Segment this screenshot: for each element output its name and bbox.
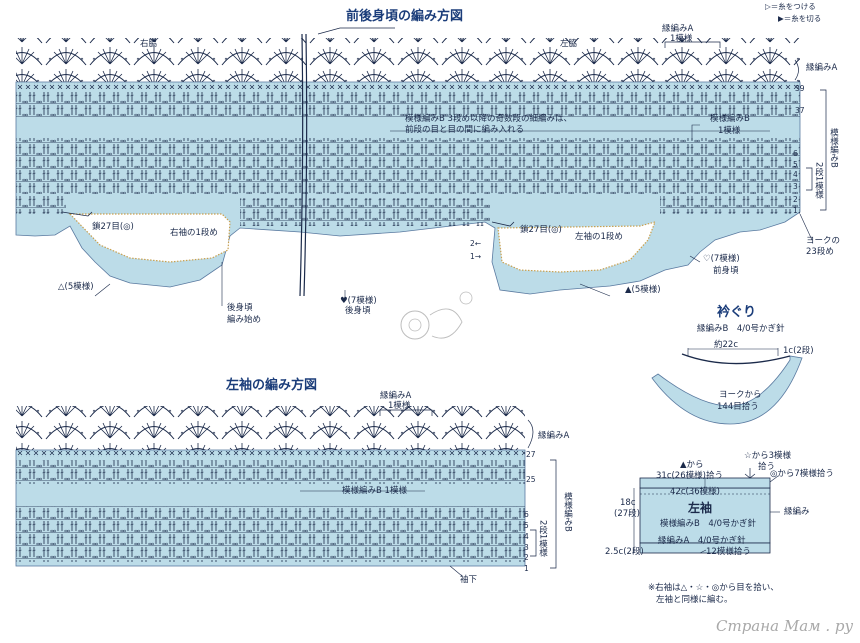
pattern-b-side-label: 模様編みB bbox=[828, 128, 839, 168]
attach-icon: ▷ bbox=[765, 2, 771, 11]
right-side-label: 右脇 bbox=[140, 39, 158, 49]
left-chain-27: 鎖27目(◎) bbox=[520, 225, 562, 235]
collar-pickup-1: ヨークから bbox=[719, 390, 762, 400]
sleeve-two-rows-one-repeat: 2段1模様 bbox=[537, 520, 548, 557]
right-chain-27: 鎖27目(◎) bbox=[92, 222, 134, 232]
edge-spec-label: 縁編みA 4/0号かぎ針 bbox=[658, 536, 746, 546]
pick-up-label: 拾う bbox=[758, 462, 776, 472]
from-star-label: ☆から3模様 bbox=[744, 451, 792, 461]
triangle-right-count: ▲(5模様) bbox=[625, 285, 661, 295]
pattern-b-note-2: 前段の目と目の間に編み入れる bbox=[405, 125, 525, 135]
sleeve-pattern-b-side: 模様編みB bbox=[562, 492, 573, 532]
back-start-label: 後身頃 bbox=[227, 303, 253, 313]
back-body-label: 後身頃 bbox=[345, 306, 371, 316]
sleeve-edging-a-side: 縁編みA bbox=[538, 431, 570, 441]
sleeve-row-6: 6 bbox=[524, 510, 529, 519]
watermark-text: Страна Мам . ру bbox=[716, 617, 854, 635]
body-chart-title: 前後身頃の編み方図 bbox=[346, 9, 464, 24]
right-sleeve-note-2: 左袖と同様に編む。 bbox=[656, 595, 733, 605]
collar-spec: 縁編みB 4/0号かぎ針 bbox=[697, 324, 785, 334]
legend-cut: ▶＝糸を切る bbox=[778, 14, 822, 23]
row-number-4: 4 bbox=[793, 170, 798, 179]
row-arrow-2: 2← bbox=[470, 239, 482, 248]
pattern-b-repeat: 1模様 bbox=[718, 126, 741, 136]
yoke-row-label: 23段め bbox=[806, 247, 834, 257]
sleeve-edging-a-repeat: 1模様 bbox=[388, 401, 411, 411]
body-chart-graphic bbox=[15, 27, 827, 306]
sleeve-row-2: 2 bbox=[524, 553, 529, 562]
collar-title: 衿ぐり bbox=[717, 305, 757, 320]
triangle-left-count: △(5模様) bbox=[58, 282, 94, 292]
back-start-label-2: 編み始め bbox=[227, 315, 262, 325]
sleeve-chart-title: 左袖の編み方図 bbox=[226, 378, 318, 393]
row-number-6: 6 bbox=[793, 149, 798, 158]
back-count-label: ♥(7模様) bbox=[340, 296, 377, 306]
sleeve-edging-a-label: 縁編みA bbox=[380, 391, 412, 401]
collar-pickup-2: 144目拾う bbox=[717, 402, 759, 412]
right-sleeve-note: ※右袖は△・☆・◎から目を拾い、 bbox=[648, 583, 779, 593]
pattern-b-label: 模様編みB bbox=[710, 114, 750, 124]
collar-rows: 1c(2段) bbox=[783, 346, 814, 356]
two-rows-one-repeat: 2段1模様 bbox=[813, 162, 824, 199]
row-number-37: 37 bbox=[795, 106, 805, 115]
from-double-label: ◎から7模様拾う bbox=[770, 469, 834, 479]
collar-graphic bbox=[651, 348, 803, 425]
legend-attach: ▷＝糸をつける bbox=[765, 2, 816, 11]
count-31-label: 31c(26模様)拾う bbox=[656, 471, 723, 481]
sleeve-row-4: 4 bbox=[524, 532, 529, 541]
left-side-label: 左脇 bbox=[560, 39, 578, 49]
sleeve-row-27: 27 bbox=[526, 450, 536, 459]
height-label: 18c bbox=[620, 498, 636, 508]
edging-a-label: 縁編みA bbox=[662, 24, 694, 34]
sleeve-spec: 模様編みB 4/0号かぎ針 bbox=[660, 519, 757, 529]
row-arrow-1: 1→ bbox=[470, 252, 482, 261]
right-sleeve-row1: 右袖の1段め bbox=[170, 228, 218, 238]
height-rows-label: (27段) bbox=[614, 509, 640, 519]
from-triangle-label: ▲から bbox=[680, 460, 704, 470]
front-count-label: ♡(7模様) bbox=[703, 254, 740, 264]
sleeve-pattern-b-repeat: 模様編みB 1模様 bbox=[342, 486, 407, 496]
underarm-label: 袖下 bbox=[460, 575, 478, 585]
repeat-pickup-label: 12模様拾う bbox=[706, 547, 751, 557]
sleeve-name: 左袖 bbox=[688, 501, 713, 515]
sleeve-row-3: 3 bbox=[524, 543, 529, 552]
row-number-3: 3 bbox=[793, 182, 798, 191]
edging-a-side-label: 縁編みA bbox=[806, 63, 838, 73]
edging-label: 縁編み bbox=[784, 507, 810, 517]
width-42-label: 42c(36模様) bbox=[670, 487, 720, 497]
left-sleeve-row1: 左袖の1段め bbox=[575, 232, 623, 242]
edging-a-repeat: 1模様 bbox=[670, 34, 693, 44]
sleeve-chart-graphic bbox=[15, 406, 557, 577]
collar-width: 約22c bbox=[714, 340, 738, 350]
pattern-b-note: 模様編みB 3段め以降の奇数段の細編みは、 bbox=[405, 114, 572, 124]
cut-icon: ▶ bbox=[778, 14, 784, 23]
watermark-stamp bbox=[400, 291, 473, 340]
sleeve-schematic-graphic bbox=[633, 468, 780, 554]
yoke-from-label: ヨークの bbox=[806, 236, 841, 246]
edge-height-label: 2.5c(2段) bbox=[605, 547, 644, 557]
sleeve-row-1: 1 bbox=[524, 564, 529, 573]
front-body-label: 前身頃 bbox=[713, 266, 739, 276]
row-number-1: 1 bbox=[793, 206, 798, 215]
sleeve-row-5: 5 bbox=[524, 521, 529, 530]
sleeve-row-25: 25 bbox=[526, 475, 536, 484]
row-number-2: 2 bbox=[793, 195, 798, 204]
row-number-5: 5 bbox=[793, 160, 798, 169]
row-number-39: 39 bbox=[795, 84, 805, 93]
